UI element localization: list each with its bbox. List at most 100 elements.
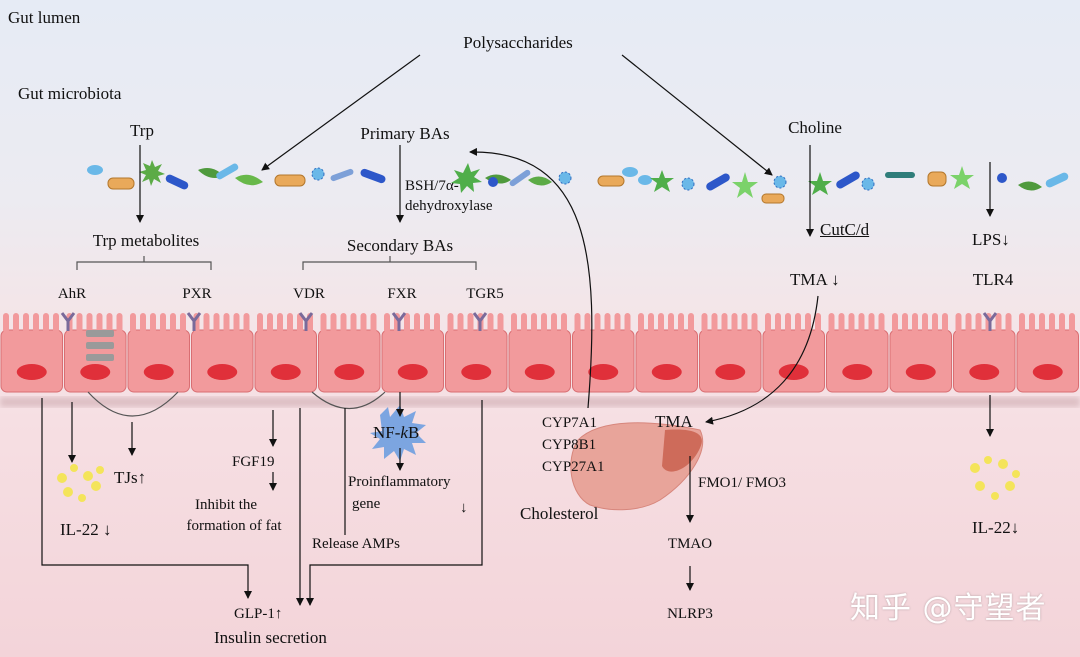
tj-bar — [86, 342, 114, 349]
tma-top-block: TMA ↓ — [790, 270, 840, 290]
label-vdr: VDR — [293, 286, 325, 302]
microvilli — [765, 313, 821, 333]
label-tmao: TMAO — [667, 536, 713, 552]
il22-left-block: IL-22 ↓ — [60, 520, 111, 540]
bacterium-spiky — [311, 167, 325, 181]
cell-nucleus — [461, 364, 492, 380]
arrows — [41, 54, 994, 606]
il22-right-block: IL-22↓ — [972, 518, 1019, 538]
bacterium-leaf — [235, 174, 263, 186]
bacterium-rod — [706, 173, 730, 191]
arrow-left-glp — [41, 398, 252, 599]
bacterium-star — [139, 160, 165, 186]
epithelial-cell — [826, 329, 889, 393]
label-dehydroxylase: dehydroxylase — [405, 198, 493, 214]
bacterium-oval — [638, 175, 652, 185]
cell-nucleus — [778, 364, 809, 380]
epithelial-cell — [191, 329, 254, 393]
bacterium-rod — [107, 177, 135, 190]
bacterium-oval — [87, 165, 103, 175]
label-choline: Choline — [788, 118, 842, 137]
label-cyp7a1: CYP7A1 — [542, 415, 598, 431]
epithelial-cell — [445, 329, 508, 393]
label-tma-liver: TMA — [655, 412, 693, 431]
epithelial-cell — [381, 329, 444, 393]
bacterium-rod — [597, 175, 625, 187]
bacterium-rod — [360, 168, 386, 184]
bacterium-rod — [927, 171, 947, 187]
microvilli — [447, 313, 504, 333]
label-nfkb-k: k — [400, 423, 408, 442]
bacterium-leaf — [1018, 181, 1042, 191]
cell-nucleus — [143, 364, 174, 380]
bacterium-star — [650, 170, 674, 192]
epithelial-cell — [699, 329, 762, 393]
epithelial-cell — [127, 329, 190, 393]
receptor-ahr — [60, 312, 76, 331]
bacterium-oval — [622, 167, 638, 177]
label-secondary-bas: Secondary BAs — [346, 236, 454, 255]
microvilli — [3, 313, 59, 333]
microvilli — [384, 313, 440, 333]
vesicles-left — [57, 464, 104, 502]
label-inhibit-2: formation of fat — [186, 518, 282, 534]
epithelial-cell — [953, 329, 1016, 393]
bacterium-spiky — [773, 175, 787, 189]
label-tjs: TJs — [114, 468, 138, 487]
epithelial-cell-layer — [0, 313, 1079, 393]
label-proinflammatory: Proinflammatory — [348, 474, 451, 490]
bacterium-spiky — [488, 177, 498, 187]
down-arrow-glyph: ↓ — [831, 270, 840, 289]
liver-lobe — [662, 429, 702, 472]
receptor-pxr — [186, 312, 202, 331]
label-ahr: AhR — [57, 286, 87, 302]
label-gut-lumen: Gut lumen — [8, 8, 81, 27]
label-gut-microbiota: Gut microbiota — [18, 84, 122, 103]
microvilli — [574, 313, 631, 333]
bacterium-star — [950, 166, 974, 189]
down-arrow-glyph: ↓ — [1001, 230, 1010, 249]
label-bsh: BSH/7α- — [405, 178, 459, 194]
epithelial-cell — [508, 329, 571, 393]
cell-nucleus — [334, 364, 365, 380]
label-cutcd: CutC/d — [820, 220, 870, 239]
bacterium-rod — [509, 169, 531, 187]
cell-nucleus — [207, 364, 238, 380]
nfkb-block: NF-kB — [373, 423, 419, 443]
down-arrow-gene: ↓ — [460, 500, 468, 516]
label-release-amps: Release AMPs — [312, 536, 400, 552]
label-fxr: FXR — [387, 286, 417, 302]
epithelial-cell — [762, 329, 825, 393]
arrow-cyp-to-primary — [469, 147, 593, 409]
tj-bar — [86, 330, 114, 337]
vesicles-right — [970, 456, 1020, 500]
label-cholesterol: Cholesterol — [520, 504, 599, 523]
microvilli — [511, 313, 567, 333]
cell-nucleus — [16, 364, 47, 380]
arrow-poly-to-choline — [621, 54, 773, 176]
bacterium-leaf — [528, 176, 552, 186]
epithelial-cell — [889, 329, 952, 393]
label-glp1: GLP-1 — [234, 606, 275, 622]
label-nfkb-b: B — [407, 423, 420, 442]
label-tlr4: TLR4 — [972, 270, 1014, 289]
bracket-trp — [76, 256, 212, 270]
bacterium-rod — [165, 174, 189, 190]
label-fmo: FMO1/ FMO3 — [698, 475, 786, 491]
label-trp: Trp — [130, 121, 154, 140]
epithelial-cell — [1016, 329, 1079, 393]
microvilli — [701, 313, 758, 333]
bacterium-spiky — [997, 173, 1007, 183]
curve-trp — [87, 391, 179, 417]
label-trp-metabolites: Trp metabolites — [92, 231, 200, 250]
label-pxr: PXR — [182, 286, 212, 302]
bacterium-rod — [885, 172, 915, 178]
bacterium-rod — [216, 163, 239, 180]
label-lps: LPS — [972, 230, 1002, 249]
microvilli — [193, 313, 250, 333]
cell-nucleus — [905, 364, 936, 380]
arrow-tgr5-glp — [306, 400, 483, 606]
microvilli — [320, 313, 377, 333]
receptors — [60, 312, 998, 331]
